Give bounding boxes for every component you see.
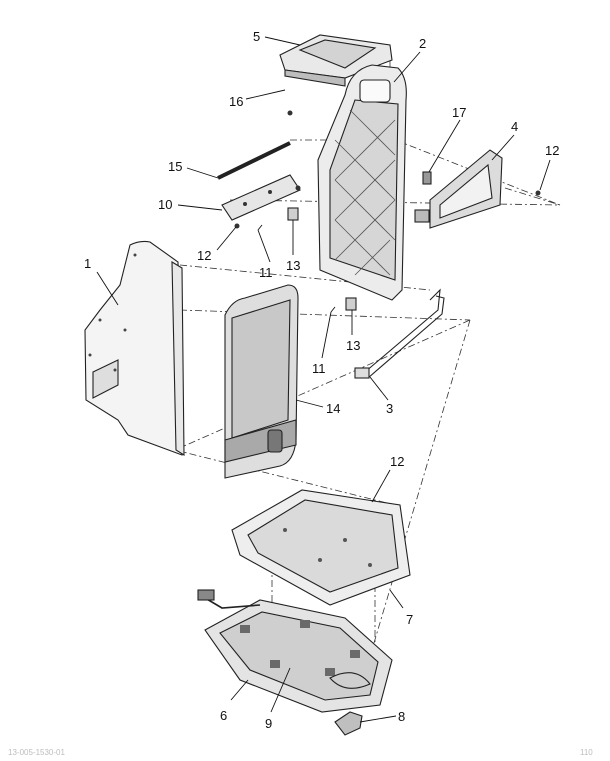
part-clip xyxy=(422,171,432,185)
part-rod xyxy=(217,141,291,180)
callout-13a: 13 xyxy=(286,258,300,273)
callout-17: 17 xyxy=(452,105,466,120)
part-hinge-plate xyxy=(221,174,301,221)
part-lower-strap xyxy=(354,288,445,379)
part-right-bracket xyxy=(414,149,503,229)
callout-13b: 13 xyxy=(346,338,360,353)
callout-4: 4 xyxy=(511,119,518,134)
callout-6: 6 xyxy=(220,708,227,723)
footer-document-code: 13-005-1530-01 xyxy=(8,748,65,757)
leader-lines xyxy=(96,36,551,723)
callout-15: 15 xyxy=(168,159,182,174)
callout-1: 1 xyxy=(84,256,91,271)
part-side-cover xyxy=(84,240,185,456)
part-base-frame xyxy=(197,589,393,713)
callout-labels: 1 2 3 4 5 6 7 8 9 10 11 11 12 12 12 13 1… xyxy=(84,29,559,731)
footer-page-number: 110 xyxy=(580,748,593,757)
callout-14: 14 xyxy=(326,401,340,416)
callout-12a: 12 xyxy=(545,143,559,158)
callout-7: 7 xyxy=(406,612,413,627)
part-back-shell xyxy=(317,64,407,301)
callout-2: 2 xyxy=(419,36,426,51)
callout-9: 9 xyxy=(265,716,272,731)
callout-3: 3 xyxy=(386,401,393,416)
callout-11a: 11 xyxy=(259,265,273,280)
callout-10: 10 xyxy=(158,197,172,212)
part-knob xyxy=(334,711,363,736)
callout-12c: 12 xyxy=(390,454,404,469)
callout-16: 16 xyxy=(229,94,243,109)
callout-8: 8 xyxy=(398,709,405,724)
callout-11b: 11 xyxy=(312,361,326,376)
callout-12b: 12 xyxy=(197,248,211,263)
callout-5: 5 xyxy=(253,29,260,44)
part-seatback-cushion xyxy=(224,284,299,479)
part-seat-pan xyxy=(231,489,411,606)
small-brackets xyxy=(257,207,357,313)
